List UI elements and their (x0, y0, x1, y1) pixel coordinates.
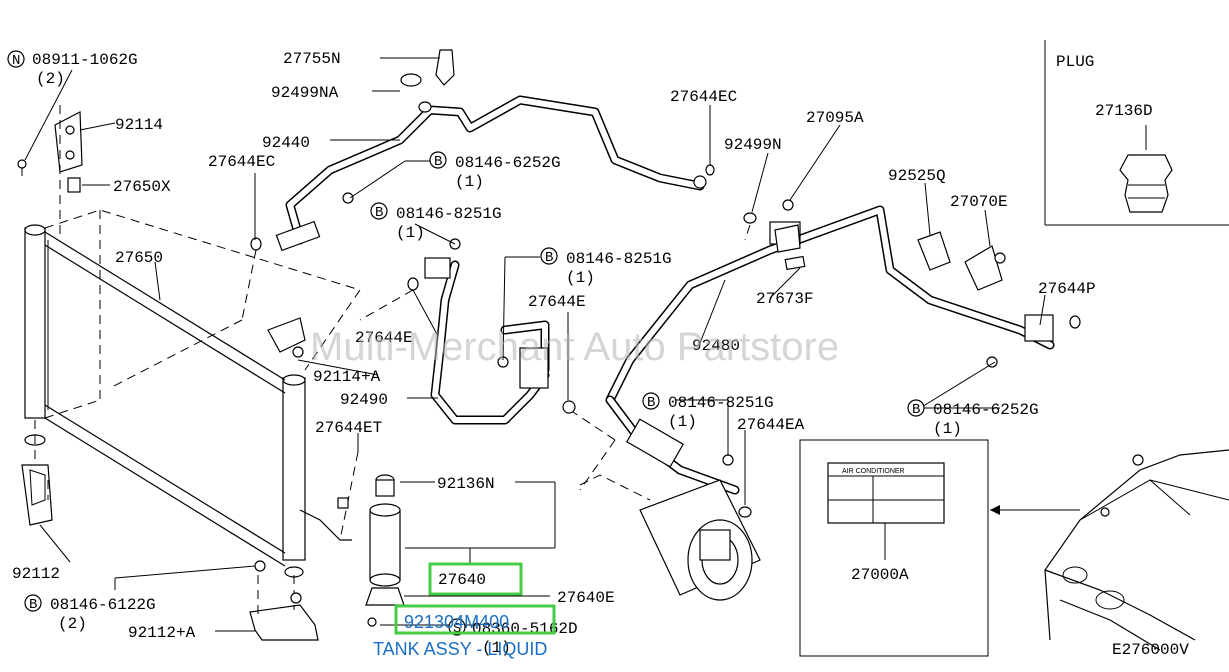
watermark: Multi-Merchant Auto Partstore (310, 325, 839, 369)
label-27644ec-left: 27644EC (208, 153, 275, 171)
label-27644p: 27644P (1038, 280, 1096, 298)
label-08146-6252g-top: 08146-6252G (455, 154, 561, 172)
label-08911-1062g: 08911-1062G (32, 51, 138, 69)
label-92114a: 92114+A (313, 368, 381, 386)
label-08146-8251g-b: 08146-8251G (566, 250, 672, 268)
circle-b-1: B (434, 154, 442, 170)
circle-b-4: B (29, 597, 37, 613)
pipe-92440 (275, 95, 707, 252)
label-08146-6252g-right: 08146-6252G (933, 401, 1039, 419)
label-92499na: 92499NA (271, 84, 339, 102)
label-08146-8251g-c: 08146-8251G (668, 394, 774, 412)
label-08146-8251g-c-qty: (1) (668, 413, 697, 431)
label-92114: 92114 (115, 116, 163, 134)
labels: N 08911-1062G (2) 92114 27650X 27644EC 2… (7, 50, 1189, 659)
label-08360-qty: (1) (482, 639, 511, 657)
part-name-link[interactable]: TANK ASSY - LIQUID (373, 639, 547, 659)
label-08146-6252g-right-qty: (1) (933, 420, 962, 438)
part-number-highlight-box (394, 604, 556, 635)
label-08146-6122g-qty: (2) (58, 615, 87, 633)
part-highlight-box (428, 562, 523, 596)
label-27000a: 27000A (851, 566, 909, 584)
label-08146-8251g-a-qty: (1) (396, 224, 425, 242)
label-27640e: 27640E (557, 589, 615, 607)
label-92136n: 92136N (437, 475, 495, 493)
label-92490: 92490 (340, 391, 388, 409)
label-27644ea: 27644EA (737, 416, 805, 434)
circle-b-6: B (912, 402, 920, 418)
circle-b-2: B (375, 205, 383, 221)
circle-b-3: B (545, 250, 553, 266)
part-number-link[interactable]: 921304M400 (404, 612, 509, 632)
label-08146-8251g-a: 08146-8251G (396, 205, 502, 223)
overlay: Multi-Merchant Auto Partstore 921304M400… (310, 325, 839, 659)
ac-label-inset (799, 439, 1080, 657)
label-08911-qty: (2) (36, 70, 65, 88)
small-parts (109, 49, 1081, 604)
label-27644e-left: 27644E (355, 329, 413, 347)
label-27640: 27640 (438, 571, 486, 589)
label-27095a: 27095A (806, 109, 864, 127)
receiver-tank (365, 474, 556, 627)
label-27755n: 27755N (283, 50, 341, 68)
label-92525q: 92525Q (888, 167, 946, 185)
label-92499n: 92499N (724, 136, 782, 154)
label-27644ec-right: 27644EC (670, 88, 737, 106)
label-92440: 92440 (262, 134, 310, 152)
label-08146-6252g-top-qty: (1) (455, 173, 484, 191)
plug-title: PLUG (1056, 53, 1094, 71)
label-92112a: 92112+A (128, 624, 196, 642)
circle-b-5: B (647, 395, 655, 411)
label-27644et: 27644ET (315, 419, 382, 437)
label-27644e-mid: 27644E (528, 293, 586, 311)
label-27650: 27650 (115, 249, 163, 267)
label-92112: 92112 (12, 565, 60, 583)
label-08146-8251g-b-qty: (1) (566, 269, 595, 287)
pipe-92490 (424, 257, 550, 425)
label-27070e: 27070E (950, 193, 1008, 211)
label-92480: 92480 (692, 337, 740, 355)
circle-s: S (453, 621, 461, 637)
compressor (569, 409, 761, 601)
condenser-assembly (17, 105, 361, 641)
figure-code: E276000V (1112, 641, 1189, 659)
label-08146-6122g: 08146-6122G (50, 596, 156, 614)
car-front-view (1044, 449, 1229, 651)
ac-label-title: AIR CONDITIONER (842, 468, 905, 475)
leader-lines (24, 57, 1147, 632)
circle-n: N (12, 53, 20, 69)
label-27650x: 27650X (113, 178, 171, 196)
label-27673f: 27673F (756, 290, 814, 308)
plug-inset (1044, 40, 1229, 226)
pipe-92480 (605, 205, 1055, 495)
label-27136d: 27136D (1095, 102, 1153, 120)
